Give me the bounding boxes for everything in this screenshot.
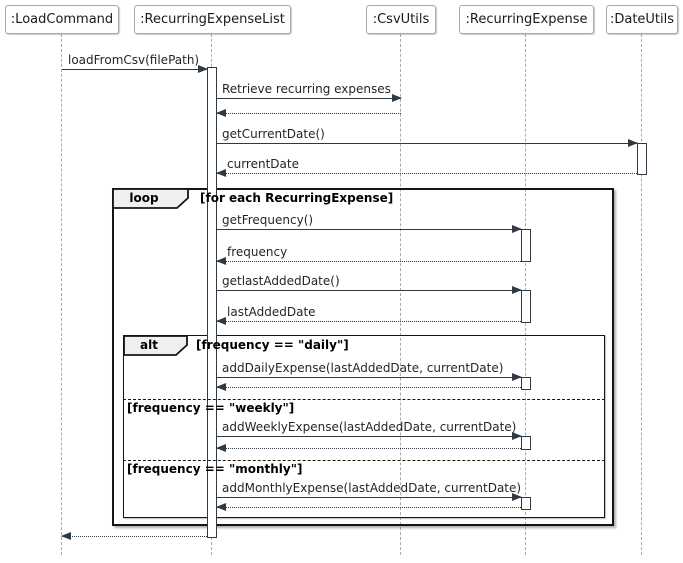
message-label: frequency — [227, 245, 288, 259]
arrowhead — [512, 432, 522, 440]
arrowhead — [216, 444, 226, 452]
activation-addmonthly — [521, 497, 531, 510]
activation-getlastaddeddate — [521, 290, 531, 323]
arrowhead — [512, 373, 522, 381]
message-line — [217, 290, 521, 291]
alt-frame — [123, 335, 605, 518]
message-line — [62, 69, 207, 70]
arrowhead — [198, 65, 208, 73]
participant-csvutils: :CsvUtils — [366, 5, 436, 34]
participant-dateutils: :DateUtils — [606, 5, 678, 34]
message-line — [217, 436, 521, 437]
alt-guard-daily: [frequency == "daily"] — [196, 338, 349, 352]
participant-recurringexpenselist: :RecurringExpenseList — [134, 5, 291, 34]
message-line — [217, 507, 521, 508]
arrowhead — [512, 225, 522, 233]
message-line — [217, 321, 521, 322]
message-label: loadFromCsv(filePath) — [68, 53, 200, 67]
message-line — [217, 497, 521, 498]
participant-label: :DateUtils — [609, 12, 675, 27]
participant-label: :CsvUtils — [372, 12, 430, 27]
message-label: lastAddedDate — [227, 305, 316, 319]
lifeline-csvutils — [400, 34, 401, 555]
message-label: addWeeklyExpense(lastAddedDate, currentD… — [222, 420, 517, 434]
alt-guard-weekly: [frequency == "weekly"] — [127, 401, 295, 415]
message-label: addMonthlyExpense(lastAddedDate, current… — [222, 481, 522, 495]
loop-operator-label: loop — [129, 191, 159, 205]
arrowhead — [216, 257, 226, 265]
arrowhead — [216, 109, 226, 117]
message-line — [217, 387, 521, 388]
alt-divider-monthly — [123, 460, 605, 461]
message-label: getCurrentDate() — [222, 127, 325, 141]
message-label: Retrieve recurring expenses — [222, 82, 391, 96]
lifeline-dateutils — [641, 34, 642, 555]
message-label: getFrequency() — [222, 213, 314, 227]
loop-operator-tab — [112, 188, 189, 209]
arrowhead — [216, 169, 226, 177]
arrowhead — [216, 317, 226, 325]
message-line — [217, 143, 637, 144]
loop-frame — [112, 188, 614, 526]
participant-loadcommand: :LoadCommand — [5, 5, 119, 34]
arrowhead — [61, 532, 71, 540]
arrowhead — [392, 94, 402, 102]
activation-getfrequency — [521, 229, 531, 262]
message-line — [217, 261, 521, 262]
participant-recurringexpense: :RecurringExpense — [459, 5, 594, 34]
message-label: currentDate — [227, 157, 299, 171]
message-line — [217, 113, 401, 114]
message-line — [217, 448, 521, 449]
alt-operator-tab — [123, 335, 188, 356]
message-label: addDailyExpense(lastAddedDate, currentDa… — [222, 361, 504, 375]
message-line — [217, 173, 637, 174]
activation-addweekly — [521, 436, 531, 450]
activation-dateutils — [637, 143, 647, 175]
message-line — [217, 377, 521, 378]
activation-recurringexpenselist — [207, 67, 217, 538]
alt-operator-label: alt — [140, 338, 158, 352]
alt-guard-monthly: [frequency == "monthly"] — [127, 462, 303, 476]
arrowhead — [216, 503, 226, 511]
arrowhead — [628, 139, 638, 147]
arrowhead — [512, 286, 522, 294]
activation-adddaily — [521, 377, 531, 390]
message-line — [217, 98, 401, 99]
message-line — [62, 536, 207, 537]
alt-divider-weekly — [123, 399, 605, 400]
participant-label: :RecurringExpenseList — [140, 12, 285, 27]
arrowhead — [512, 493, 522, 501]
message-label: getlastAddedDate() — [222, 274, 340, 288]
lifeline-loadcommand — [61, 34, 62, 555]
arrowhead — [216, 383, 226, 391]
participant-label: :RecurringExpense — [465, 12, 588, 27]
message-line — [217, 229, 521, 230]
participant-label: :LoadCommand — [10, 12, 114, 27]
loop-guard: [for each RecurringExpense] — [200, 191, 394, 205]
